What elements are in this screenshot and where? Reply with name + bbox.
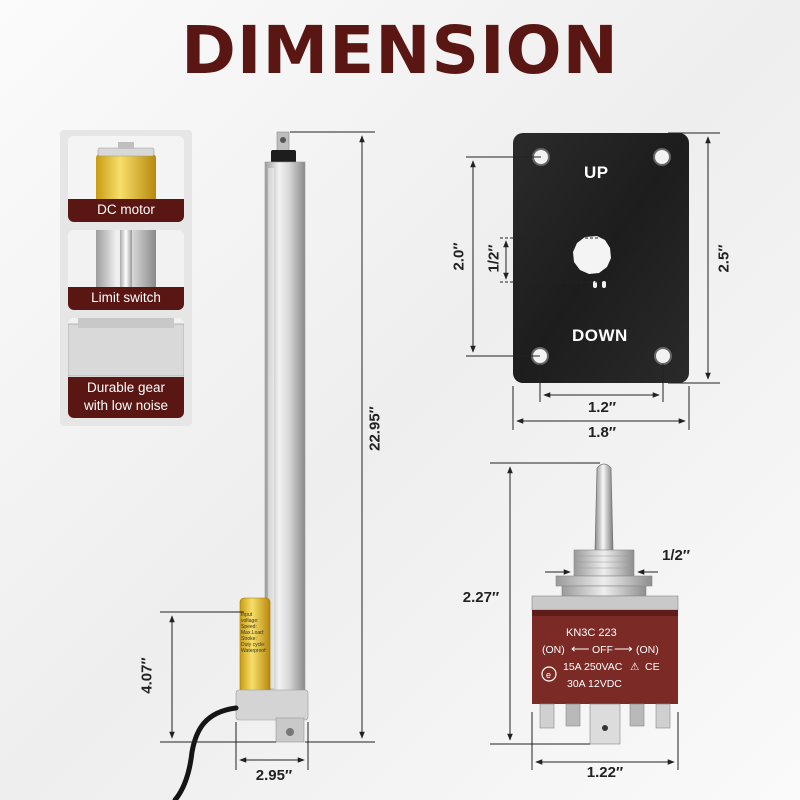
motor-spec-label: Input voltage: Speed: Max.Load: Stroke: … bbox=[241, 612, 269, 692]
toggle-body-shade bbox=[532, 610, 678, 616]
certification-logo-icon bbox=[541, 666, 557, 682]
plate-notch bbox=[602, 281, 606, 288]
switch-plate bbox=[513, 133, 689, 383]
linear-actuator bbox=[172, 131, 309, 800]
switch-thread-label: 1/2″ bbox=[662, 547, 691, 564]
feature-label-line: Durable gear bbox=[86, 380, 166, 395]
plate-down-label: DOWN bbox=[572, 326, 628, 345]
actuator-motor-height-label: 4.07″ bbox=[138, 657, 156, 694]
switch-arrow-left-icon: ⟵ bbox=[571, 641, 590, 656]
actuator-power-cable bbox=[172, 705, 239, 800]
actuator-base-width-label: 2.95″ bbox=[255, 767, 293, 784]
plate-mount-hole-bottom-right bbox=[654, 347, 672, 365]
actuator-dimension-lines bbox=[160, 131, 375, 770]
toggle-washer bbox=[561, 585, 647, 597]
switch-rating-ac: 15A 250VAC bbox=[563, 661, 623, 673]
motor-spec-line: Duty cycle: bbox=[241, 642, 266, 648]
tube-highlight bbox=[268, 168, 274, 688]
switch-position-left: (ON) bbox=[542, 644, 565, 656]
actuator-gearbox bbox=[235, 689, 309, 721]
motor-spec-line: Waterproof: bbox=[241, 648, 267, 654]
toggle-terminal bbox=[629, 703, 645, 727]
switch-position-mid: OFF bbox=[592, 644, 613, 656]
plate-width-label: 1.8″ bbox=[587, 424, 617, 441]
rear-clevis-hole bbox=[286, 728, 294, 736]
rod-end-hole bbox=[280, 137, 286, 143]
toggle-mount-frame bbox=[531, 595, 679, 611]
switch-position-right: (ON) bbox=[636, 644, 659, 656]
switch-width-label: 1.22″ bbox=[586, 764, 624, 781]
switch-arrow-right-icon: ⟶ bbox=[614, 641, 633, 656]
toggle-bushing-thread bbox=[573, 549, 635, 577]
toggle-hex-nut bbox=[555, 575, 653, 587]
toggle-terminal bbox=[655, 703, 671, 729]
feature-label-line: with low noise bbox=[83, 398, 169, 413]
feature-card-limit-switch: Limit switch bbox=[68, 230, 184, 310]
thread-lines bbox=[574, 555, 634, 569]
feature-label-durable-gear: Durable gear with low noise bbox=[68, 377, 184, 418]
toggle-center-terminal bbox=[589, 703, 621, 745]
plate-hole-spacing-label: 1.2″ bbox=[587, 399, 617, 416]
certification-logo-glyph: e bbox=[546, 670, 551, 680]
feature-panel: DC motor Limit switch Durable gear with … bbox=[60, 130, 192, 426]
toggle-lever bbox=[594, 463, 614, 553]
motor-spec-line: Speed: bbox=[241, 624, 257, 630]
toggle-terminal bbox=[565, 703, 581, 727]
actuator-outer-tube bbox=[264, 161, 306, 697]
plate-total-height-label: 2.5″ bbox=[715, 244, 733, 273]
plate-mount-hole-top-right bbox=[653, 148, 671, 166]
actuator-length-label: 22.95″ bbox=[366, 406, 384, 451]
plate-hole-label: 1/2″ bbox=[485, 244, 503, 273]
terminal-screw bbox=[602, 725, 608, 731]
plate-up-label: UP bbox=[584, 163, 609, 182]
plate-dimension-lines bbox=[466, 132, 720, 430]
motor-spec-line: Max.Load: bbox=[241, 630, 265, 636]
warning-triangle-icon: ⚠ bbox=[630, 661, 640, 673]
feature-card-dc-motor: DC motor bbox=[68, 136, 184, 222]
plate-notch bbox=[593, 281, 597, 288]
switch-rating-dc: 30A 12VDC bbox=[567, 678, 622, 690]
toggle-dimension-lines bbox=[490, 462, 679, 770]
toggle-switch: e bbox=[531, 463, 679, 745]
plate-height-label: 2.0″ bbox=[450, 242, 468, 271]
toggle-terminal bbox=[539, 703, 555, 729]
feature-card-durable-gear: Durable gear with low noise bbox=[68, 318, 184, 418]
switch-height-label: 2.27″ bbox=[462, 589, 500, 606]
plate-center-hole bbox=[573, 236, 611, 274]
page-title: DIMENSION bbox=[181, 12, 619, 89]
toggle-switch-body bbox=[532, 610, 678, 704]
motor-spec-line: Input voltage: bbox=[241, 612, 259, 624]
feature-label-dc-motor: DC motor bbox=[68, 199, 184, 222]
switch-model-text: KN3C 223 bbox=[566, 627, 617, 639]
ce-mark-icon: CE bbox=[645, 661, 660, 673]
feature-label-limit-switch: Limit switch bbox=[68, 287, 184, 310]
motor-spec-line: Stroke: bbox=[241, 636, 257, 642]
